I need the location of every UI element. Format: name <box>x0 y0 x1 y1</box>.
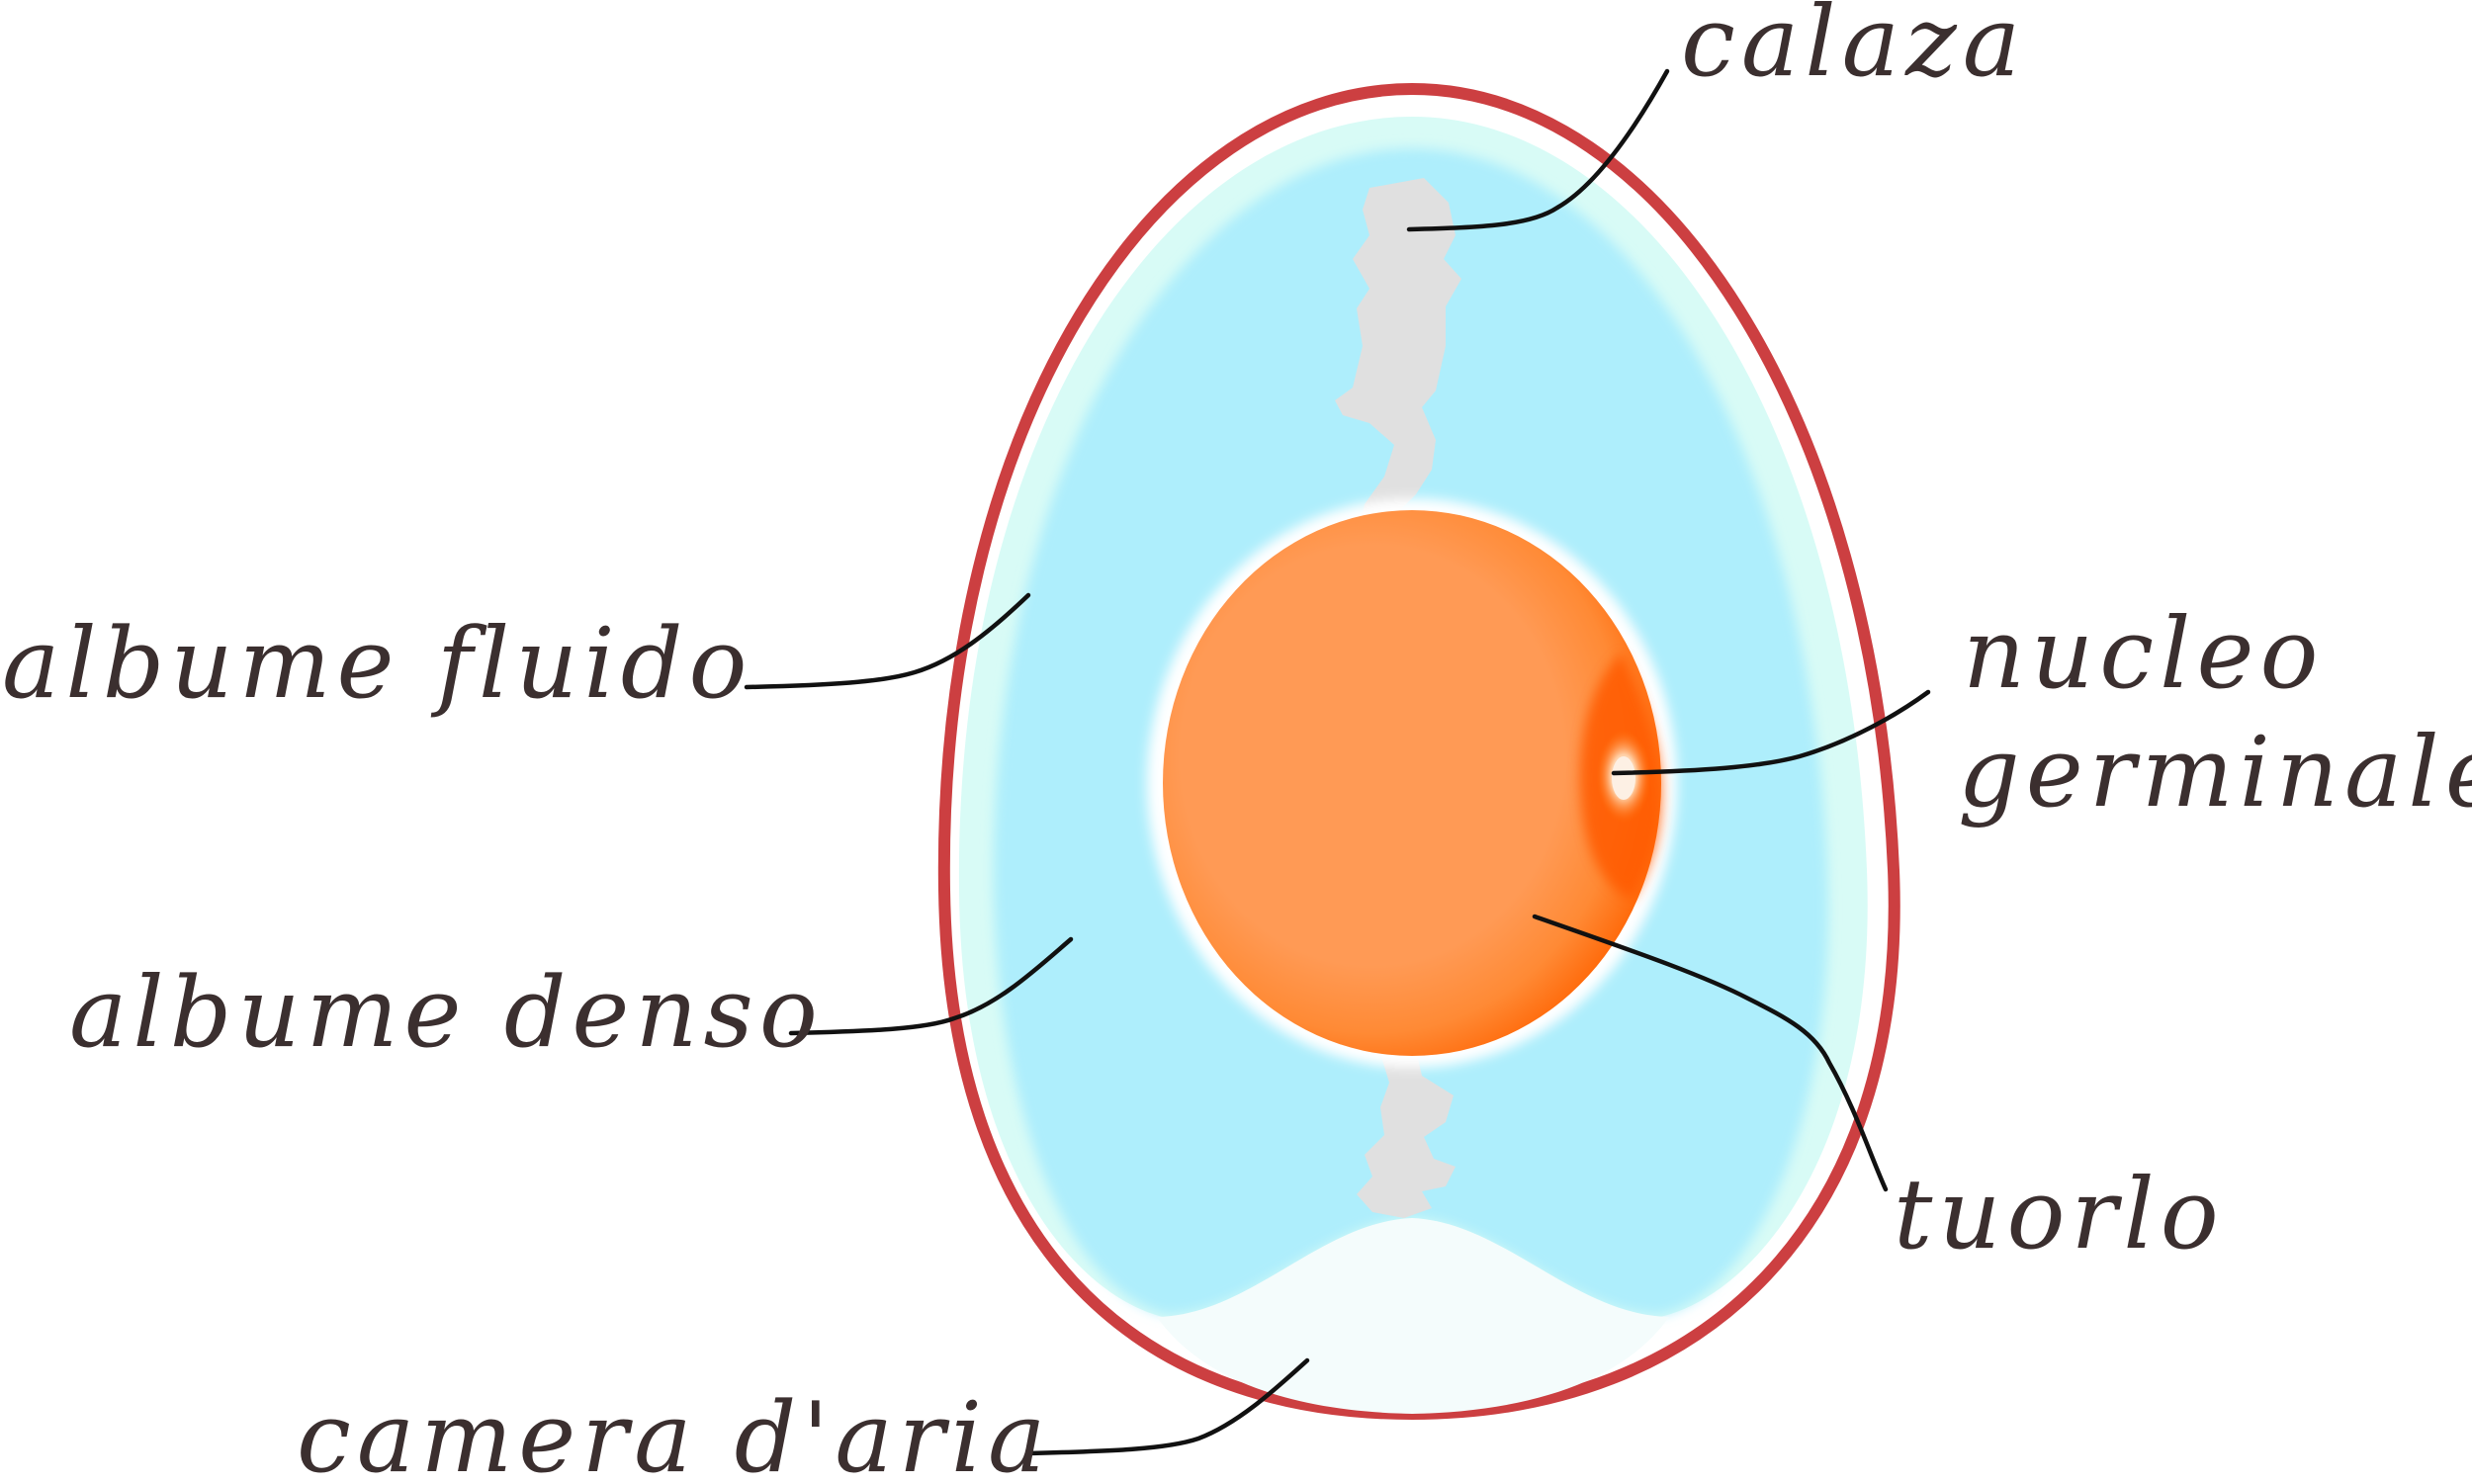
leader-calaza <box>1406 68 1670 232</box>
label-albume-fluido: albume fluido <box>2 608 753 721</box>
leader-albume-denso <box>788 936 1074 1036</box>
label-germinale: germinale <box>1958 717 2472 829</box>
label-calaza: calaza <box>1681 0 2026 99</box>
label-camera-aria: camera d'aria <box>297 1382 1051 1484</box>
leader-nucleo-germinale <box>1611 689 1931 776</box>
leader-albume-fluido <box>744 592 1031 690</box>
leader-camera-aria <box>1025 1357 1310 1456</box>
chalaza-lower <box>1357 1050 1456 1218</box>
label-nucleo: nucleo <box>1963 598 2324 711</box>
label-albume-denso: albume denso <box>69 957 824 1070</box>
label-tuorlo: tuorlo <box>1894 1159 2225 1271</box>
chalaza-upper <box>1335 178 1461 542</box>
air-cell <box>1157 1218 1669 1414</box>
leader-tuorlo <box>1532 914 1889 1192</box>
germinal-disc-center <box>1612 756 1635 800</box>
